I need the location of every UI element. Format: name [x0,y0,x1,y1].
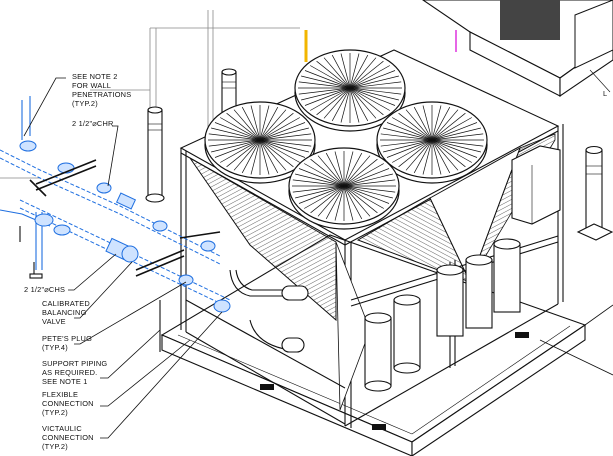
svg-text:BALANCING: BALANCING [42,308,87,317]
svg-text:SEE NOTE 2: SEE NOTE 2 [72,72,118,81]
svg-text:VICTAULIC: VICTAULIC [42,424,82,433]
svg-text:SEE NOTE 1: SEE NOTE 1 [42,377,88,386]
fan-back [294,49,406,132]
svg-text:CALIBRATED: CALIBRATED [42,299,90,308]
support-line2: AS REQUIRED. [42,368,97,377]
plug-line1: PETE'S PLUG [42,334,92,343]
svg-text:SUPPORT PIPING: SUPPORT PIPING [42,359,107,368]
bollard-left [145,106,165,203]
svg-text:CONNECTION: CONNECTION [42,399,94,408]
svg-text:(TYP.4): (TYP.4) [42,343,68,352]
fan-left [204,101,316,184]
wall-note-line1: SEE NOTE 2 [72,72,118,81]
chilled-water-piping [0,96,231,352]
compressors [364,238,521,392]
support-line3: SEE NOTE 1 [42,377,88,386]
flex-line2: CONNECTION [42,399,94,408]
victaulic-line1: VICTAULIC [42,424,82,433]
svg-text:PENETRATIONS: PENETRATIONS [72,90,131,99]
svg-text:(TYP.2): (TYP.2) [42,408,68,417]
condenser-fans [204,49,488,230]
chiller-unit [179,49,564,430]
fan-right [376,101,488,184]
svg-text:PETE'S PLUG: PETE'S PLUG [42,334,92,343]
chr-label: 2 1/2"⌀CHR [72,119,114,128]
flex-line1: FLEXIBLE [42,390,78,399]
victaulic-line2: CONNECTION [42,433,94,442]
svg-text:FOR WALL: FOR WALL [72,81,111,90]
svg-text:AS REQUIRED.: AS REQUIRED. [42,368,97,377]
valve-line1: CALIBRATED [42,299,90,308]
bollard-right [576,145,613,241]
victaulic-line3: (TYP.2) [42,442,68,451]
valve-line2: BALANCING [42,308,87,317]
svg-text:(TYP.2): (TYP.2) [42,442,68,451]
support-line1: SUPPORT PIPING [42,359,107,368]
wall-note-line3: PENETRATIONS [72,90,131,99]
fan-front [288,147,400,230]
wall-note-line2: FOR WALL [72,81,111,90]
flex-line3: (TYP.2) [42,408,68,417]
svg-text:FLEXIBLE: FLEXIBLE [42,390,78,399]
edge-marker: L [603,89,607,98]
svg-text:(TYP.2): (TYP.2) [72,99,98,108]
valve-line3: VALVE [42,317,66,326]
chs-label: 2 1/2"⌀CHS [24,285,65,294]
wall-note-line4: (TYP.2) [72,99,98,108]
callout-labels: SEE NOTE 2 FOR WALL PENETRATIONS (TYP.2)… [24,72,131,451]
adjacent-unit: L [422,0,613,98]
leader-lines [23,77,613,439]
plug-line2: (TYP.4) [42,343,68,352]
svg-text:CONNECTION: CONNECTION [42,433,94,442]
svg-text:VALVE: VALVE [42,317,66,326]
